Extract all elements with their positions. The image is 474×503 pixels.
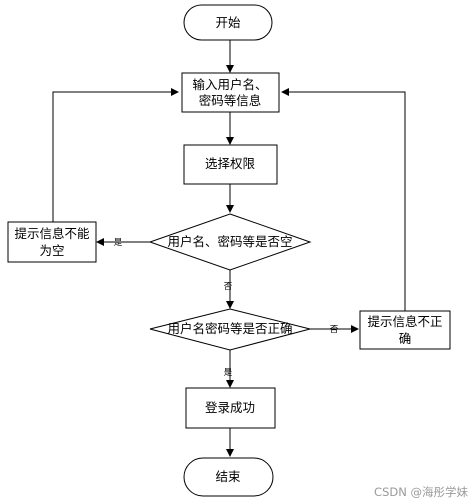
input-node: 输入用户名、 密码等信息 xyxy=(181,72,280,113)
wrong-prompt-line1: 提示信息不正 xyxy=(367,314,442,329)
wrong-prompt-node: 提示信息不正 确 xyxy=(359,310,451,350)
login-success-node: 登录成功 xyxy=(185,387,276,429)
connectors xyxy=(52,40,406,457)
end-label: 结束 xyxy=(215,469,241,484)
check-empty-label: 用户名、密码等是否空 xyxy=(167,234,292,249)
end-node: 结束 xyxy=(183,457,274,497)
login-success-label: 登录成功 xyxy=(205,400,255,415)
check-correct-decision: 用户名密码等是否正确 xyxy=(149,308,311,351)
input-label-line1: 输入用户名、 xyxy=(192,77,267,92)
csdn-watermark: CSDN @海彤学妹 xyxy=(374,485,468,499)
start-node: 开始 xyxy=(183,4,273,41)
label-correct-no: 否 xyxy=(330,325,339,335)
wrong-prompt-line2: 确 xyxy=(399,331,412,346)
label-correct-yes: 是 xyxy=(224,368,233,378)
label-empty-no: 否 xyxy=(224,282,233,292)
check-correct-label: 用户名密码等是否正确 xyxy=(167,321,292,336)
start-label: 开始 xyxy=(215,15,241,30)
input-label-line2: 密码等信息 xyxy=(199,93,262,108)
check-empty-decision: 用户名、密码等是否空 xyxy=(148,213,312,271)
empty-prompt-line2: 为空 xyxy=(39,243,64,258)
select-permission-label: 选择权限 xyxy=(205,156,256,171)
edge-empty-prompt-back-to-input xyxy=(52,88,179,222)
edge-wrong-prompt-back-to-input xyxy=(281,88,406,311)
empty-prompt-line1: 提示信息不能 xyxy=(14,226,90,241)
empty-prompt-node: 提示信息不能 为空 xyxy=(7,221,97,263)
select-permission-node: 选择权限 xyxy=(183,144,278,185)
label-empty-yes: 是 xyxy=(114,238,123,248)
